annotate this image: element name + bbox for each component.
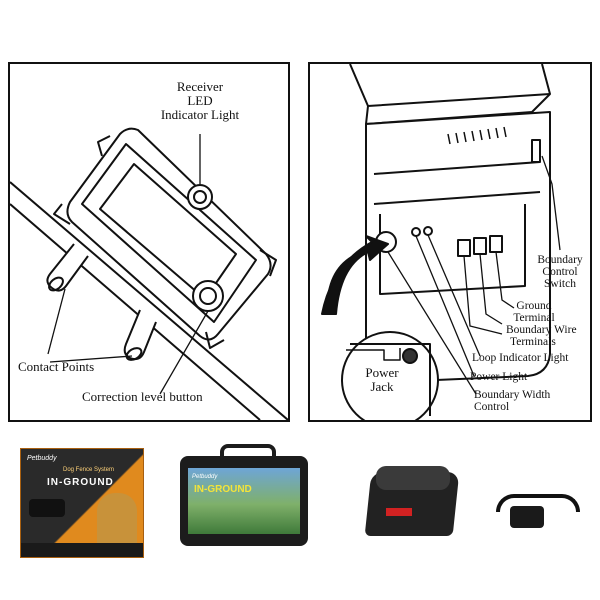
- power-light: [412, 228, 420, 236]
- transmitter-drawing: [310, 64, 590, 420]
- correction-button: [193, 281, 223, 311]
- receiver-body: [67, 129, 270, 340]
- boundary-control-switch-label: Boundary Control Switch: [530, 254, 590, 290]
- power-jack-label: Power Jack: [356, 366, 408, 394]
- loop-indicator-light-label: Loop Indicator Light: [472, 352, 568, 364]
- receiver-led: [188, 185, 212, 209]
- boundary-control-switch: [532, 140, 540, 162]
- box-subtitle: Dog Fence System: [63, 467, 114, 473]
- box-title: IN-GROUND: [47, 477, 114, 488]
- boundary-width-control-label: Boundary Width Control: [474, 389, 550, 413]
- box-dog-image: [97, 493, 137, 549]
- correction-level-label: Correction level button: [82, 390, 203, 404]
- boundary-wire-terminal: [458, 240, 470, 256]
- power-light-label: Power Light: [470, 371, 527, 383]
- box-transmitter-image: [29, 499, 65, 517]
- case-title: IN-GROUND: [194, 484, 252, 495]
- transmitter-led-strip: [386, 508, 412, 516]
- retail-box-photo: Petbuddy Dog Fence System IN-GROUND: [20, 448, 144, 558]
- collar-photo: [496, 488, 572, 538]
- carry-case-photo: Petbuddy IN-GROUND: [180, 444, 308, 550]
- loop-indicator-light: [424, 227, 432, 235]
- transmitter-diagram-panel: Boundary Control Switch Ground Terminal …: [308, 62, 592, 422]
- receiver-diagram-panel: Receiver LED Indicator Light Contact Poi…: [8, 62, 290, 422]
- receiver-led-label: Receiver LED Indicator Light: [150, 80, 250, 122]
- case-brand: Petbuddy: [192, 474, 217, 480]
- contact-points-label: Contact Points: [18, 360, 94, 374]
- ground-terminal-label: Ground Terminal: [502, 300, 566, 324]
- collar-receiver: [510, 506, 544, 528]
- ground-terminal: [490, 236, 502, 252]
- boundary-wire-terminals-label: Boundary Wire Terminals: [506, 324, 577, 348]
- transmitter-photo: [364, 462, 460, 540]
- box-brand: Petbuddy: [27, 455, 57, 462]
